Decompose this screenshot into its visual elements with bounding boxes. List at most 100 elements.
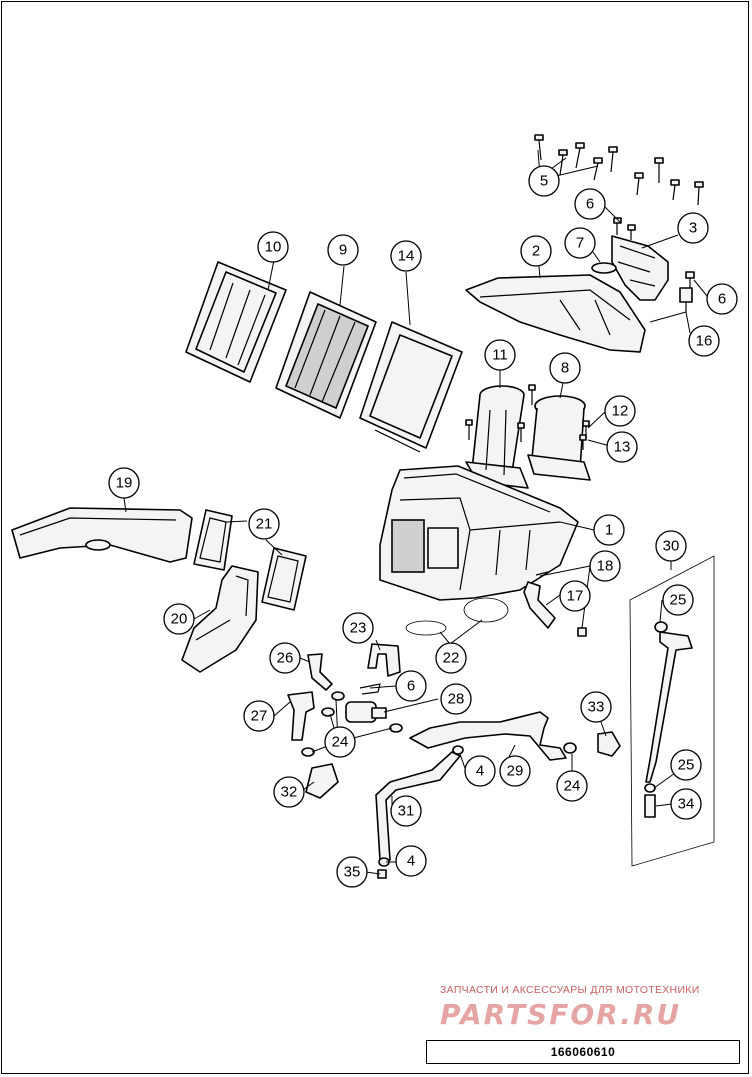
callout-13: 13 [606, 431, 638, 463]
svg-text:17: 17 [567, 588, 584, 605]
part-8-intake-boot [527, 395, 591, 481]
part-6-clip-lower [359, 683, 381, 695]
doc-id: 166060610 [550, 1045, 616, 1059]
callout-14: 14 [390, 240, 422, 272]
callout-5: 5 [528, 165, 560, 197]
callout-7: 7 [564, 227, 596, 259]
callout-4-lower: 4 [395, 845, 427, 877]
svg-text:11: 11 [492, 347, 508, 364]
svg-text:4: 4 [476, 763, 484, 780]
part-20-duct [181, 565, 259, 673]
callout-19: 19 [108, 467, 140, 499]
part-29-hose [409, 711, 567, 761]
callout-25-lower: 25 [670, 749, 702, 781]
part-33-connector [597, 731, 621, 757]
part-10-filter-frame [185, 261, 287, 383]
svg-text:9: 9 [339, 242, 347, 259]
part-30-group-frame [629, 555, 715, 867]
svg-text:13: 13 [614, 439, 631, 456]
callout-30: 30 [655, 530, 687, 562]
svg-text:22: 22 [443, 650, 460, 667]
svg-text:28: 28 [448, 691, 465, 708]
callout-31: 31 [390, 795, 422, 827]
svg-text:33: 33 [588, 699, 605, 716]
callout-24-left: 24 [324, 726, 356, 758]
callout-3: 3 [677, 212, 709, 244]
callout-12: 12 [604, 395, 636, 427]
part-2-airbox-lid [465, 274, 646, 353]
part-22-o-ring-a [405, 620, 447, 636]
callout-6-right: 6 [706, 283, 738, 315]
part-16-sensor [679, 271, 695, 312]
callout-11: 11 [484, 339, 516, 371]
callout-1: 1 [593, 514, 625, 546]
part-11-intake-boot [465, 385, 529, 489]
part-17-hose [523, 581, 556, 629]
svg-text:30: 30 [663, 538, 680, 555]
part-34-fitting [644, 794, 656, 818]
svg-text:7: 7 [576, 235, 584, 252]
svg-text:1: 1 [605, 522, 613, 539]
callout-27: 27 [243, 700, 275, 732]
svg-text:25: 25 [678, 757, 695, 774]
svg-text:3: 3 [689, 220, 697, 237]
svg-text:4: 4 [407, 853, 415, 870]
callout-34: 34 [670, 788, 702, 820]
svg-text:2: 2 [532, 243, 540, 260]
part-14-filter-cage [359, 321, 463, 453]
callout-9: 9 [327, 234, 359, 266]
callout-28: 28 [440, 683, 472, 715]
svg-text:35: 35 [344, 864, 361, 881]
callout-6-top: 6 [574, 188, 606, 220]
clamp-4-upper [452, 745, 464, 755]
part-22-o-ring-b [463, 597, 509, 623]
svg-text:21: 21 [256, 516, 273, 533]
callout-35: 35 [336, 856, 368, 888]
leader-lines [123, 149, 708, 875]
callout-24-right: 24 [556, 770, 588, 802]
clamps-24 [301, 621, 668, 793]
callout-21: 21 [248, 508, 280, 540]
callout-23: 23 [342, 612, 374, 644]
doc-id-box: 166060610 [426, 1040, 740, 1064]
part-21-seal-a [193, 509, 233, 571]
svg-text:31: 31 [398, 803, 415, 820]
svg-text:5: 5 [540, 173, 548, 190]
svg-text:25: 25 [670, 592, 687, 609]
svg-text:32: 32 [281, 784, 298, 801]
part-31-hose [375, 751, 461, 861]
svg-text:19: 19 [116, 475, 133, 492]
svg-text:8: 8 [561, 360, 569, 377]
svg-text:24: 24 [332, 734, 349, 751]
svg-text:23: 23 [350, 620, 367, 637]
svg-text:6: 6 [586, 196, 594, 213]
callout-10: 10 [257, 231, 289, 263]
svg-text:10: 10 [265, 239, 282, 256]
part-32-bracket [305, 763, 339, 799]
part-1-airbox [379, 465, 579, 601]
svg-text:20: 20 [171, 611, 188, 628]
svg-text:26: 26 [277, 650, 294, 667]
part-26-hose [307, 653, 333, 691]
callout-17: 17 [559, 580, 591, 612]
part-19-intake-duct [11, 507, 193, 563]
callout-33: 33 [580, 691, 612, 723]
svg-text:34: 34 [678, 796, 695, 813]
svg-text:6: 6 [407, 678, 415, 695]
svg-text:18: 18 [597, 558, 614, 575]
svg-text:12: 12 [612, 403, 629, 420]
svg-text:29: 29 [507, 763, 524, 780]
callout-18: 18 [589, 550, 621, 582]
watermark-logo: PARTSFOR.RU [440, 998, 682, 1031]
callout-25-top: 25 [662, 584, 694, 616]
svg-text:24: 24 [564, 778, 581, 795]
part-23-bracket [367, 643, 401, 677]
callout-2: 2 [520, 235, 552, 267]
part-30-breather-tube [645, 631, 693, 783]
screws-5 [534, 134, 704, 206]
screw-6-top [613, 217, 636, 240]
callout-16: 16 [688, 325, 720, 357]
callout-20: 20 [163, 603, 195, 635]
